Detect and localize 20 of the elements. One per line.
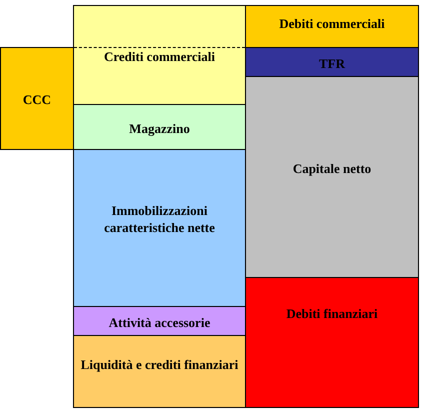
block-label: Immobilizzazioni caratteristiche nette: [103, 202, 216, 236]
block-label: Crediti commerciali: [102, 48, 216, 65]
block-label: Capitale netto: [292, 160, 372, 176]
receivables-block: [73, 5, 246, 105]
block-label: CCC: [22, 91, 52, 108]
financial-debt-block: [245, 277, 419, 408]
accessory-assets-block: [73, 306, 246, 336]
block-label: Magazzino: [128, 120, 191, 136]
fixed-assets-block: [73, 149, 246, 307]
liquidity-block: [73, 335, 246, 408]
payables-block: [245, 5, 419, 48]
inventory-block: [73, 104, 246, 150]
block-label: Liquidità e crediti finanziari: [80, 356, 239, 373]
ccc-block: [0, 47, 74, 150]
block-label: TFR: [318, 54, 346, 72]
block-label: Attività accessorie: [108, 314, 212, 330]
equity-block: [245, 76, 419, 278]
block-label: Debiti finanziari: [285, 305, 379, 322]
tfr-block: [245, 47, 419, 77]
block-label: Debiti commerciali: [278, 15, 386, 32]
